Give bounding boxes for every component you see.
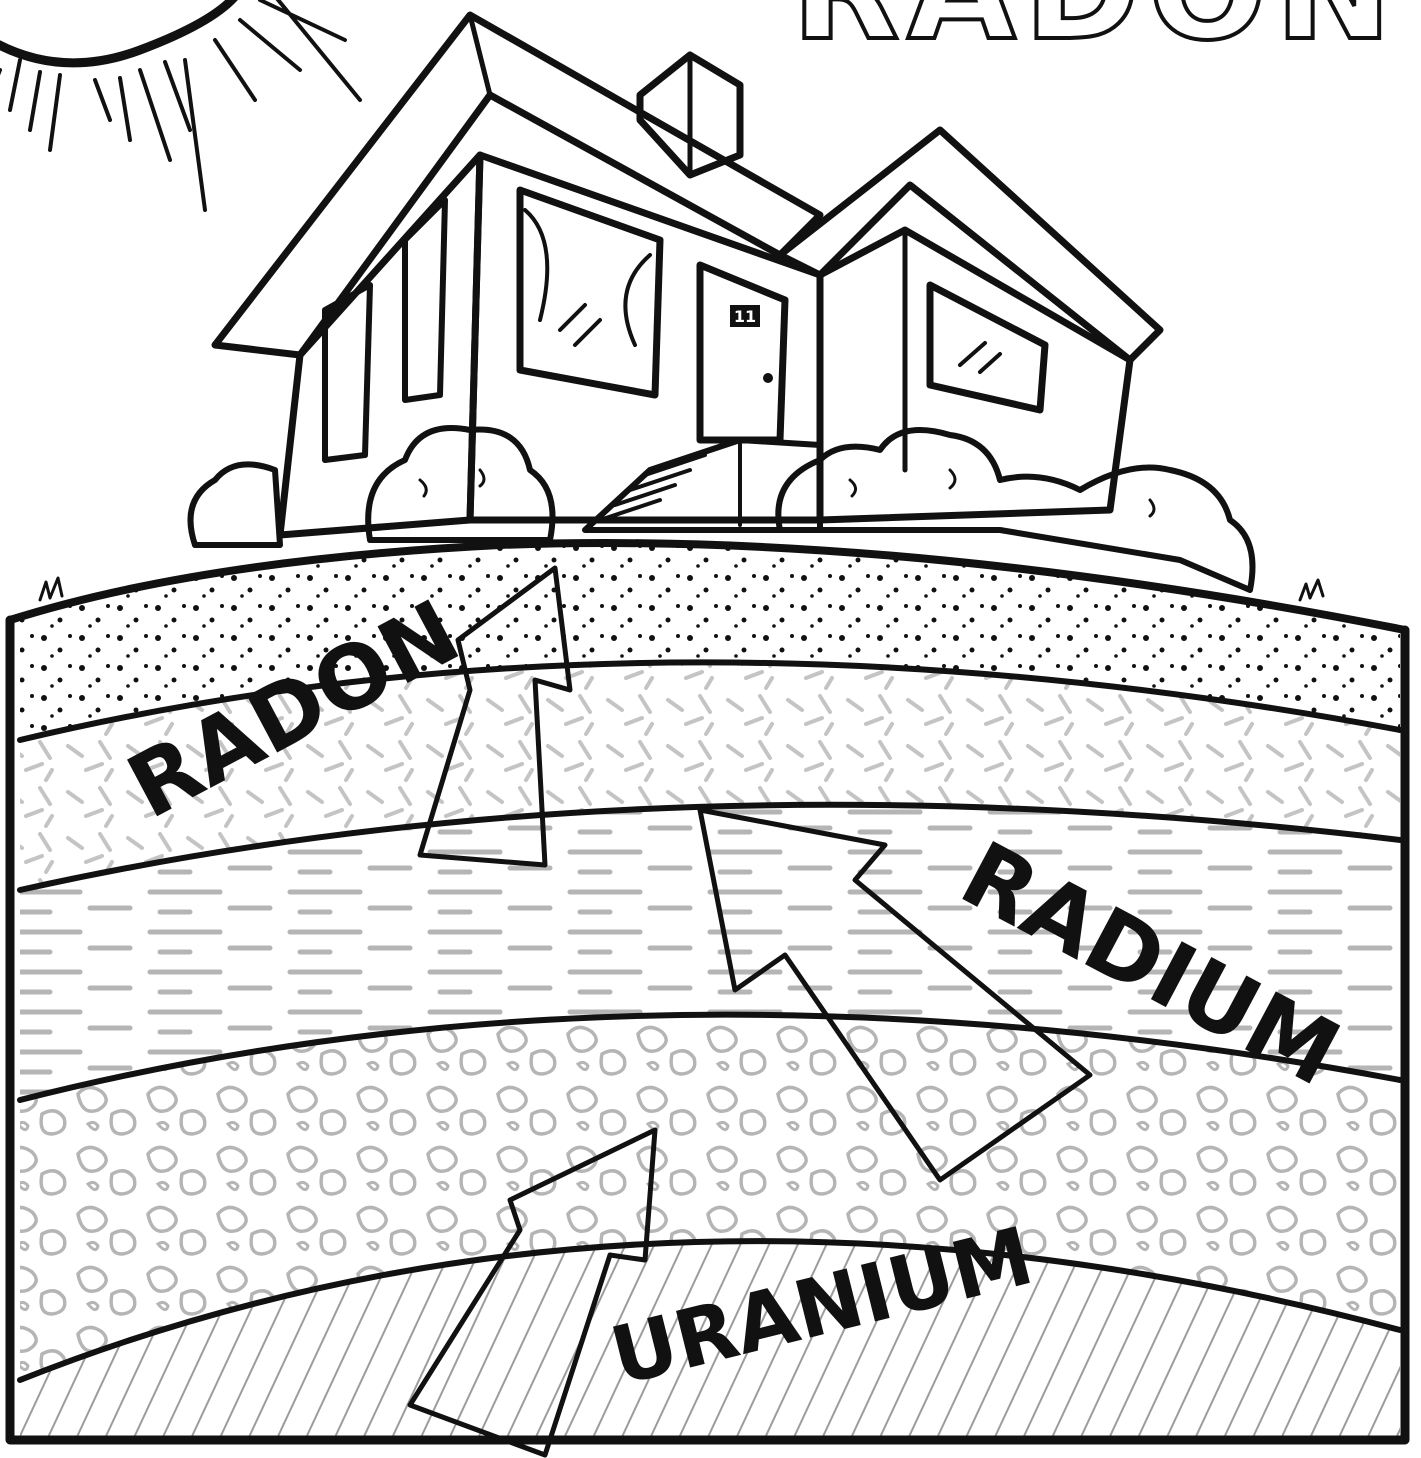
sun-icon	[0, 0, 360, 210]
door-number: 11	[734, 307, 756, 326]
title: RADON	[791, 0, 1400, 72]
